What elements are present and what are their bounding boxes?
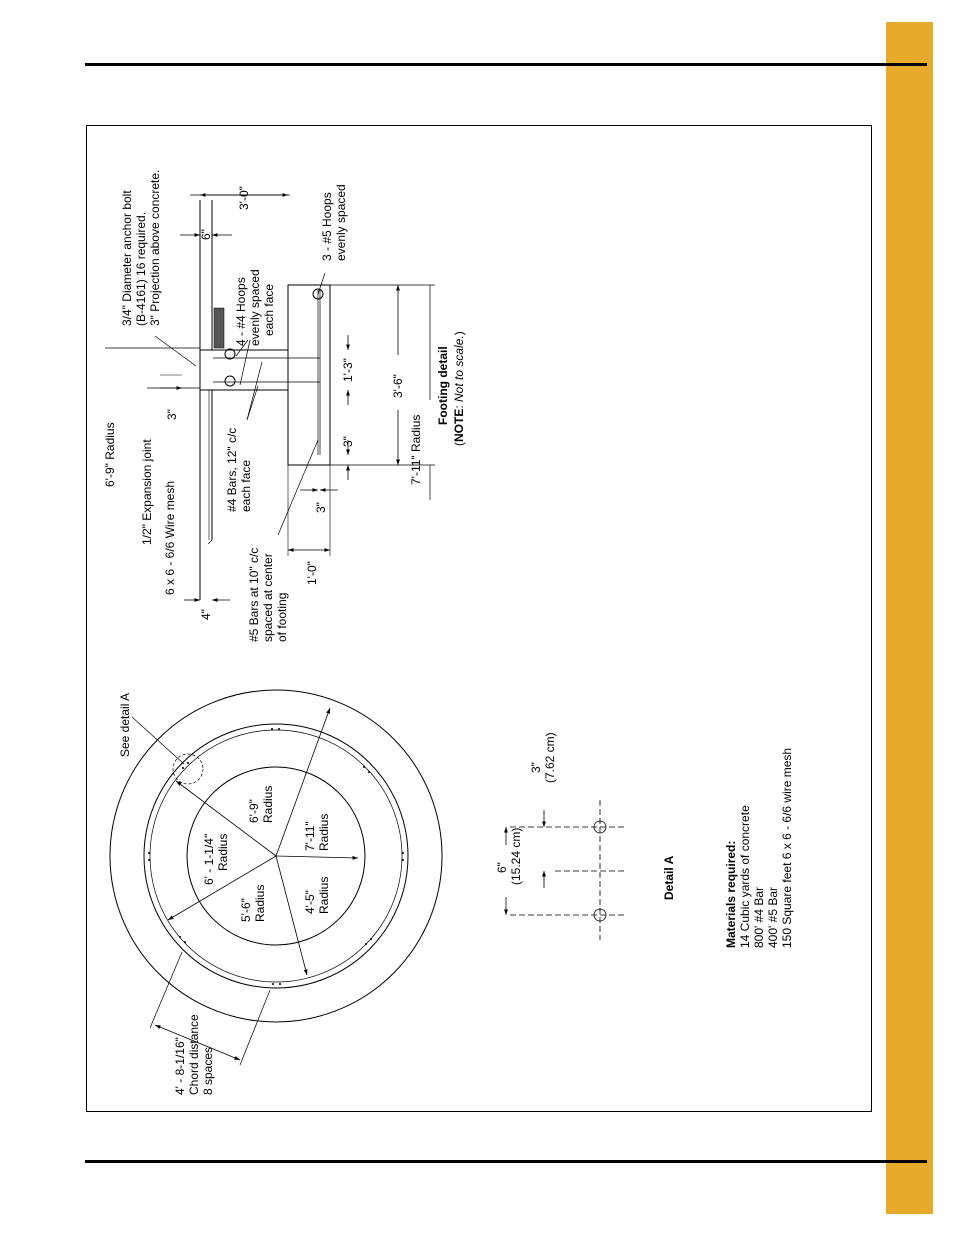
- svg-text:6' - 1-1/4": 6' - 1-1/4": [202, 834, 216, 885]
- footer-rule: [85, 1160, 927, 1163]
- svg-text:Materials required:: Materials required:: [724, 841, 738, 948]
- svg-text:Radius: Radius: [253, 885, 267, 922]
- svg-text:evenly spaced: evenly spaced: [248, 269, 262, 346]
- svg-text:Chord distance: Chord distance: [187, 1014, 201, 1095]
- materials-required: Materials required: 14 Cubic yards of co…: [724, 748, 794, 948]
- svg-text:(B-4161) 16 required.: (B-4161) 16 required.: [134, 212, 148, 326]
- svg-text:4' - 8-1/16": 4' - 8-1/16": [173, 1037, 187, 1095]
- svg-text:14 Cubic yards of concrete: 14 Cubic yards of concrete: [738, 805, 752, 948]
- svg-text:each face: each face: [239, 460, 253, 512]
- dim-3-0: 3'-0": [237, 186, 251, 210]
- svg-text:Radius: Radius: [317, 814, 331, 851]
- detail-a-dim-3in: 3" (7.62 cm): [529, 732, 557, 783]
- dim-3in-top: 3": [165, 409, 179, 420]
- svg-text:(7.62 cm): (7.62 cm): [543, 732, 557, 783]
- svg-text:4'-5": 4'-5": [303, 890, 317, 914]
- dim-6in-top: 6": [199, 229, 213, 240]
- svg-text:evenly spaced: evenly spaced: [334, 184, 348, 261]
- anchor-bolt-callout: 3/4" Diameter anchor bolt (B-4161) 16 re…: [120, 170, 162, 326]
- svg-text:7'-11": 7'-11": [303, 821, 317, 851]
- svg-text:(15.24 cm): (15.24 cm): [509, 828, 523, 885]
- dim-3in-a: 3": [314, 502, 328, 513]
- detail-a-dim-6in: 6" (15.24 cm): [495, 828, 523, 885]
- drawing-frame: [86, 125, 872, 1112]
- svg-text:3" Projection above concrete.: 3" Projection above concrete.: [148, 170, 162, 326]
- radius-label-5-6: 5'-6" Radius: [239, 885, 267, 922]
- outer-circle: [109, 689, 443, 1023]
- svg-text:spaced at center: spaced at center: [261, 553, 275, 642]
- detail-a-callout-circle: [172, 753, 204, 785]
- header-rule: [85, 63, 927, 66]
- dim-4in: 4": [199, 609, 213, 620]
- svg-text:800' #4 Bar: 800' #4 Bar: [752, 887, 766, 948]
- radius-7-11-label: 7'-11" Radius: [409, 415, 423, 485]
- anchor-bolt-marks: [148, 728, 404, 985]
- svg-text:150 Square feet 6 x 6 - 6/6 wi: 150 Square feet 6 x 6 - 6/6 wire mesh: [780, 748, 794, 948]
- radius-label-4-5: 4'-5" Radius: [303, 877, 331, 914]
- dim-1-3: 1'-3": [341, 358, 355, 382]
- svg-text:4 - #4 Hoops: 4 - #4 Hoops: [234, 277, 248, 346]
- footing-note: (NOTE: Not to scale.): [452, 331, 466, 446]
- chord-distance-label: 4' - 8-1/16" Chord distance 8 spaces: [173, 1014, 215, 1095]
- ring-inner-circle: [149, 729, 403, 983]
- hoops-4-callout: 4 - #4 Hoops evenly spaced each face: [234, 269, 276, 346]
- radius-label-6-9: 6'-9" Radius: [247, 786, 275, 823]
- dim-3in-b: 3": [341, 436, 355, 447]
- detail-a: [504, 800, 625, 940]
- footing-detail-title: Footing detail: [436, 346, 450, 425]
- wire-mesh-label: 6 x 6 - 6/6 Wire mesh: [163, 481, 177, 595]
- svg-text:each face: each face: [262, 284, 276, 336]
- svg-text:3 - #5 Hoops: 3 - #5 Hoops: [320, 192, 334, 261]
- expansion-joint-label: 1/2" Expansion joint: [140, 439, 154, 545]
- footing-section: [105, 193, 435, 602]
- svg-text:Radius: Radius: [216, 834, 230, 871]
- svg-text:#5 Bars at 10" c/c: #5 Bars at 10" c/c: [247, 548, 261, 642]
- see-detail-label: See detail A: [118, 693, 132, 757]
- bars-4-callout: #4 Bars, 12" c/c each face: [225, 428, 253, 512]
- dim-1-0: 1'-0": [305, 561, 319, 585]
- radius-6-9-label: 6'-9" Radius: [103, 422, 117, 487]
- detail-a-title: Detail A: [662, 855, 676, 900]
- svg-text:400' #5 Bar: 400' #5 Bar: [766, 887, 780, 948]
- radius-label-6-1: 6' - 1-1/4" Radius: [202, 834, 230, 885]
- svg-text:3/4" Diameter anchor bolt: 3/4" Diameter anchor bolt: [120, 190, 134, 326]
- plan-view: [109, 689, 443, 1066]
- anchor-bolt-nut: [213, 307, 225, 349]
- svg-text:of footing: of footing: [275, 593, 289, 642]
- ring-outer-circle: [143, 723, 409, 989]
- svg-text:#4 Bars, 12" c/c: #4 Bars, 12" c/c: [225, 428, 239, 512]
- bars-5-callout: #5 Bars at 10" c/c spaced at center of f…: [247, 548, 289, 642]
- dim-3-6: 3'-6": [391, 374, 405, 398]
- footing-body: [287, 284, 331, 466]
- svg-text:5'-6": 5'-6": [239, 898, 253, 922]
- hoops-5-callout: 3 - #5 Hoops evenly spaced: [320, 184, 348, 261]
- svg-text:8 spaces: 8 spaces: [201, 1047, 215, 1095]
- radius-label-7-11: 7'-11" Radius: [303, 814, 331, 851]
- svg-text:6'-9": 6'-9": [247, 799, 261, 823]
- svg-text:Radius: Radius: [261, 786, 275, 823]
- page-edge-tab: [886, 22, 933, 1214]
- svg-text:6": 6": [495, 862, 509, 873]
- svg-text:Radius: Radius: [317, 877, 331, 914]
- svg-text:3": 3": [529, 762, 543, 773]
- stem-wall: [199, 349, 289, 391]
- inner-circle: [186, 766, 366, 946]
